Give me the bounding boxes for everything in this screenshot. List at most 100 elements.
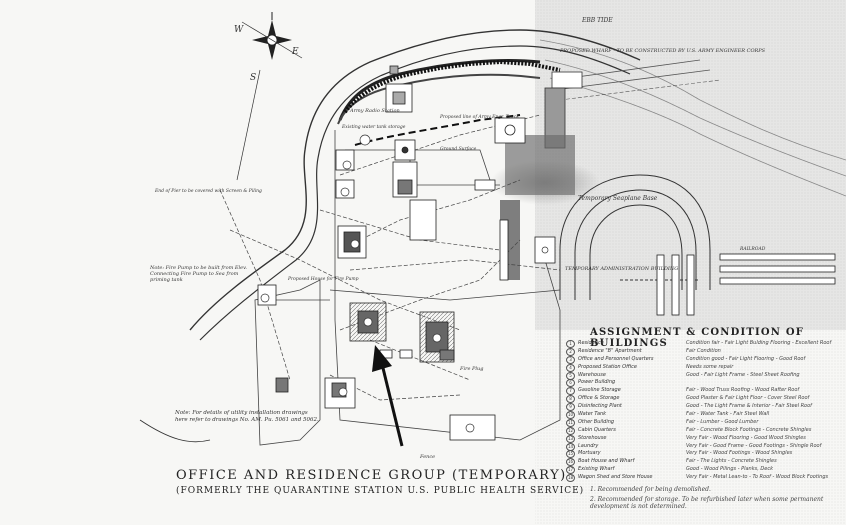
legend-condition: Fair - Wood Truss Roofing - Wood Rafter …: [686, 387, 800, 394]
legend-number: 14: [566, 442, 575, 451]
map-title: OFFICE AND RESIDENCE GROUP (TEMPORARY): [176, 468, 567, 483]
legend-building-name: Residence "B" Apartment: [578, 347, 642, 354]
end-of-pier-label: End of Pier to be covered with Screen & …: [154, 188, 262, 194]
legend-condition: Good Plaster & Fair Light Floor - Cover …: [686, 395, 810, 402]
building-markers: [260, 134, 549, 433]
legend-building-name: Wagon Shed and Store House: [578, 474, 653, 481]
fire-pump-house-label: Proposed House for Fire Pump: [287, 276, 359, 282]
seaplane-label: Temporary Seaplane Base: [578, 195, 658, 202]
admin-building-label: TEMPORARY ADMINISTRATION BUILDING: [565, 266, 678, 272]
buildings: [257, 65, 556, 441]
rocky-shore: [343, 59, 561, 114]
legend-condition: Very Fair - Wood Flooring - Good Wood Sh…: [686, 434, 806, 441]
legend-condition: Very Fair - Good Frame - Good Footings -…: [686, 442, 822, 449]
army-radio-label: Army Radio Station: [349, 108, 400, 114]
truck-line-label: Proposed line of Army Engr. Truck: [439, 114, 519, 120]
legend-building-name: Office and Personnel Quarters: [578, 355, 654, 362]
railroad-label: RAILROAD: [739, 246, 766, 252]
legend-building-name: Existing Wharf: [578, 466, 615, 473]
compass-w: W: [234, 25, 244, 35]
legend-number: 8: [566, 395, 575, 404]
wharf-label: PROPOSED WHARF - TO BE CONSTRUCTED BY U.…: [559, 48, 766, 54]
legend-building-name: Residence: [578, 340, 604, 346]
legend-building-name: Other Building: [578, 418, 615, 425]
proposed-wharf: [544, 59, 721, 149]
legend-number: 9: [566, 403, 575, 412]
utility-note: Note: For details of utility installatio…: [175, 410, 319, 423]
legend-building-name: Cabin Quarters: [578, 426, 616, 433]
legend-building-name: Water Tank: [578, 411, 607, 418]
legend-number: 18: [566, 474, 575, 483]
legend-number: 6: [566, 379, 575, 388]
legend-condition: Fair - Concrete Block Footings - Concret…: [686, 426, 812, 433]
legend-title: ASSIGNMENT & CONDITION OF BUILDINGS: [590, 327, 805, 349]
legend-condition: Fair - Water Tank - Fair Steel Wall: [686, 411, 770, 418]
legend-footnote-1: 1. Recommended for being demolished.: [590, 486, 711, 493]
compass-s: S: [250, 73, 256, 83]
legend-condition: Good - The Light Frame & Interior - Fair…: [686, 403, 812, 410]
map-subtitle: (FORMERLY THE QUARANTINE STATION U.S. PU…: [176, 486, 585, 496]
legend-building-name: Laundry: [578, 442, 599, 449]
legend-building-name: Office & Storage: [578, 395, 620, 402]
compass-e: E: [291, 47, 299, 57]
legend-number: 5: [566, 371, 575, 380]
legend-condition: Good - Fair Light Frame - Steel Sheet Ro…: [686, 371, 800, 378]
fence-label: Fence: [419, 454, 435, 460]
legend-number: 10: [566, 411, 575, 420]
legend-number: 4: [566, 363, 575, 372]
legend-building-name: Gasoline Storage: [578, 387, 621, 394]
legend-number: 11: [566, 418, 575, 427]
legend-condition: Condition good - Fair Light Flooring - G…: [686, 355, 806, 362]
legend-number: 16: [566, 458, 575, 467]
legend-condition: Very Fair - Wood Footings - Wood Shingle…: [686, 450, 793, 457]
seaplane-ramp: [505, 135, 575, 195]
legend-condition: Fair Condition: [686, 347, 721, 354]
compass-rose: W E S: [234, 12, 303, 181]
legend-condition: Condition fair - Fair Light Bulding Floo…: [686, 340, 832, 346]
legend-number: 12: [566, 426, 575, 435]
legend-condition: Fair - The Lights - Concrete Shingles: [686, 458, 777, 465]
legend-building-name: Warehouse: [578, 371, 606, 378]
legend-building-name: Mortuary: [578, 450, 601, 457]
legend-condition: Very Fair - Metal Lean-to - To Roof - Wo…: [686, 474, 829, 481]
legend-condition: Good - Wood Pilings - Planks, Deck: [686, 466, 773, 473]
legend-number: 15: [566, 450, 575, 459]
water-tank-label: Existing water tank storage: [341, 124, 406, 130]
fire-pump-note: Note: Fire Pump to be built from Elev. C…: [150, 265, 247, 283]
plan-annotations: EBB TIDE PROPOSED WHARF - TO BE CONSTRUC…: [154, 17, 766, 460]
legend-building-name: Boat House and Wharf: [578, 458, 635, 465]
ebb-tide-label: EBB TIDE: [581, 17, 613, 24]
legend-number: 2: [566, 347, 575, 356]
legend-number: 13: [566, 434, 575, 443]
legend-building-name: Disinfecting Plant: [578, 403, 622, 410]
legend-number: 3: [566, 355, 575, 364]
ground-label: Ground Surface: [440, 146, 477, 152]
legend-number: 7: [566, 387, 575, 396]
legend-building-name: Power Building: [578, 379, 616, 386]
legend-condition: Fair - Lumber - Good Lumber: [686, 418, 759, 425]
legend-footnote-2: 2. Recommended for storage. To be refurb…: [590, 496, 824, 510]
pointer-arrow: [372, 345, 404, 447]
legend-number: 17: [566, 466, 575, 475]
fire-plug-label: Fire Plug: [459, 366, 483, 372]
